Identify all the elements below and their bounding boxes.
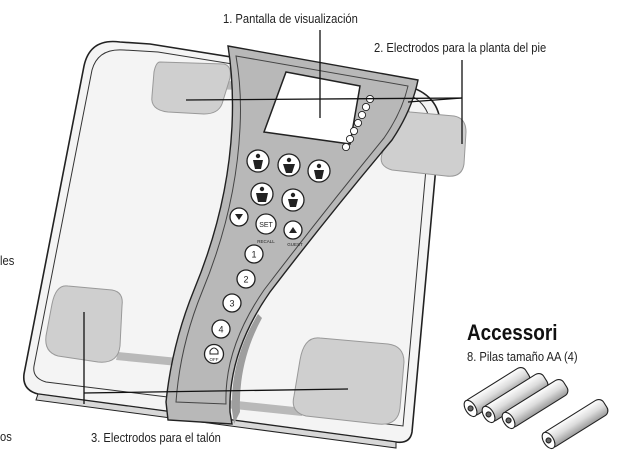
accessories-heading: Accessori [467,320,558,345]
user-button-3-label: 3 [229,299,234,309]
triangle-up-icon [289,227,297,233]
batteries-illustration [463,366,609,450]
heel-electrodes-label: 3. Electrodos para el talón [91,430,221,445]
user-buttons: 1 2 3 4 OFF [203,244,264,365]
power-icon [209,347,219,355]
nav-row: SET RECALL GUEST [229,207,303,247]
off-button-label: OFF [210,357,219,362]
cut-off-label-bottom: os [0,429,12,444]
triangle-down-icon [235,214,243,220]
user-button-2[interactable] [236,269,256,289]
user-button-3[interactable] [222,293,242,313]
accessories-item: 8. Pilas tamaño AA (4) [467,349,578,364]
user-button-1[interactable] [244,244,264,264]
recall-label: RECALL [257,239,275,244]
ball-electrode-left [151,61,231,115]
user-button-1-label: 1 [251,250,256,260]
user-button-2-label: 2 [243,275,248,285]
user-button-4[interactable] [211,319,231,339]
guest-label: GUEST [287,242,303,247]
heel-electrode-right [292,337,405,425]
lcd-display [262,71,361,145]
display-label: 1. Pantalla de visualización [223,11,358,26]
cut-off-label-top: les [0,253,15,268]
ball-electrodes-label: 2. Electrodos para la planta del pie [374,40,547,55]
callout-lines [83,30,463,404]
set-button[interactable] [255,213,277,235]
set-button-label: SET [259,222,273,229]
user-button-4-label: 4 [218,325,223,335]
